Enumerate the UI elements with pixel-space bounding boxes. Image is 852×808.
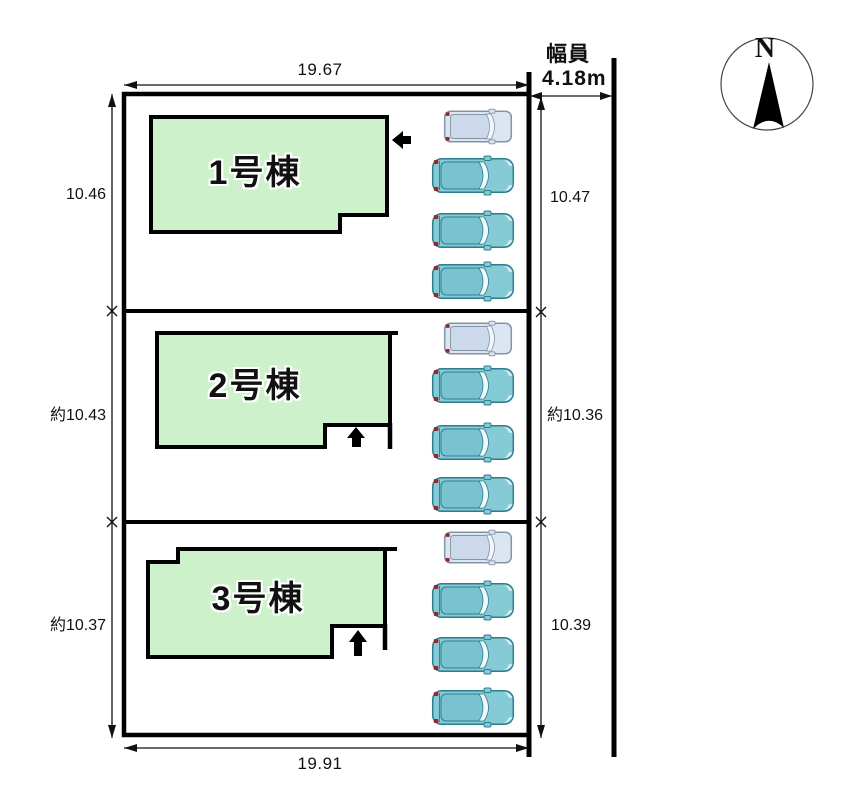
car-icon bbox=[431, 580, 515, 621]
road-width-value: 4.18m bbox=[542, 67, 607, 90]
car-icon bbox=[431, 365, 515, 406]
up-arrow-icon bbox=[347, 427, 365, 447]
dim-bottom-width: 19.91 bbox=[297, 754, 343, 773]
car-icon bbox=[431, 422, 515, 463]
car-icon bbox=[431, 634, 515, 675]
car-icon bbox=[431, 687, 515, 728]
car-icon bbox=[431, 155, 515, 196]
dim-right-lot1: 10.47 bbox=[550, 189, 591, 206]
car-icon bbox=[431, 210, 515, 251]
building-1-outline bbox=[149, 115, 389, 234]
dim-left-lot3: 約10.37 bbox=[49, 617, 106, 634]
van-icon bbox=[443, 320, 513, 357]
building-3-label: 3号棟 bbox=[211, 580, 305, 618]
north-arrow-icon bbox=[753, 62, 784, 129]
plot-boundary bbox=[121, 91, 532, 738]
road-width-title: 幅員 bbox=[546, 43, 590, 66]
car-icon bbox=[431, 261, 515, 302]
compass-north-label: N bbox=[754, 33, 776, 64]
dim-top-width: 19.67 bbox=[297, 60, 343, 79]
car-icon bbox=[431, 474, 515, 515]
van-icon bbox=[443, 108, 513, 145]
building-3-outline bbox=[146, 547, 387, 659]
dim-right-lot3: 10.39 bbox=[551, 617, 592, 634]
building-2-label: 2号棟 bbox=[208, 367, 302, 405]
van-icon bbox=[443, 529, 513, 566]
dim-right-lot2: 約10.36 bbox=[547, 407, 604, 424]
dim-left-lot2: 約10.43 bbox=[49, 407, 106, 424]
building-1-label: 1号棟 bbox=[208, 154, 302, 192]
dim-left-lot1: 10.46 bbox=[65, 186, 106, 203]
left-arrow-icon bbox=[392, 131, 411, 149]
dimension-lines bbox=[106, 81, 613, 752]
up-arrow-icon bbox=[349, 630, 367, 656]
